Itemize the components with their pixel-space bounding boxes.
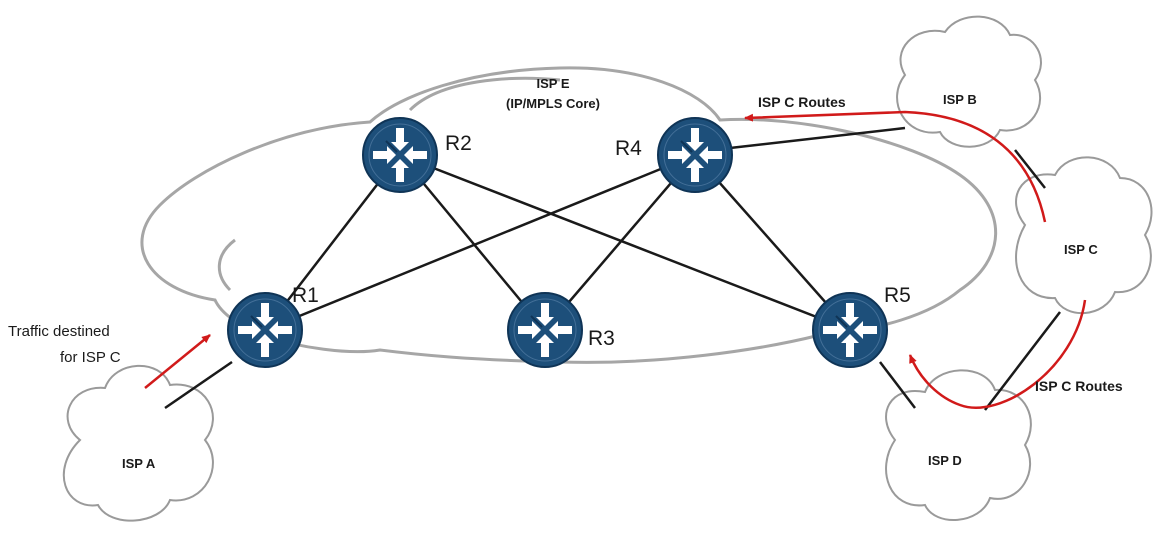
link-r4-r3: [544, 154, 696, 331]
cloud-isp-b: [896, 15, 1042, 148]
router-links: [164, 126, 1061, 411]
link-r4-ispb: [729, 126, 906, 150]
isp-b-label: ISP B: [943, 92, 977, 107]
router-r3-icon[interactable]: [507, 292, 583, 368]
route-arrows: [144, 110, 1087, 409]
link-ispb-ispc: [1014, 149, 1046, 189]
cloud-isp-c: [1015, 156, 1153, 314]
link-r4-r5: [694, 154, 851, 331]
link-r5-ispd: [879, 361, 916, 409]
route-arrow-isp-c-to-r5: [908, 299, 1087, 409]
link-r2-r5: [399, 153, 851, 332]
core-cloud-icon: [140, 66, 998, 364]
traffic-note-line1: Traffic destined: [8, 323, 110, 340]
isp-a-label: ISP A: [122, 456, 156, 471]
cloud-isp-d: [885, 369, 1032, 521]
router-r2-icon[interactable]: [362, 117, 438, 193]
router-r2-label: R2: [445, 132, 472, 155]
cloud-isp-a: [62, 364, 214, 522]
traffic-note-line2: for ISP C: [60, 349, 121, 366]
router-r4-label: R4: [615, 137, 642, 160]
router-r1-label: R1: [292, 284, 319, 307]
routes-note-bottom: ISP C Routes: [1035, 378, 1123, 394]
link-ispc-ispd: [984, 311, 1061, 411]
router-r1-icon[interactable]: [227, 292, 303, 368]
isp-d-label: ISP D: [928, 453, 962, 468]
router-r3-label: R3: [588, 327, 615, 350]
routes-note-top: ISP C Routes: [758, 94, 846, 110]
link-ispa-r1: [164, 360, 233, 410]
route-arrow-isp-c-to-r4: [744, 110, 1047, 223]
core-subtitle: (IP/MPLS Core): [506, 96, 600, 111]
core-title: ISP E: [536, 76, 569, 91]
isp-c-label: ISP C: [1064, 242, 1098, 257]
link-r1-r4: [264, 153, 696, 332]
traffic-arrow-isp-a-to-r1: [144, 334, 211, 389]
router-r5-icon[interactable]: [812, 292, 888, 368]
router-r5-label: R5: [884, 284, 911, 307]
router-r4-icon[interactable]: [657, 117, 733, 193]
